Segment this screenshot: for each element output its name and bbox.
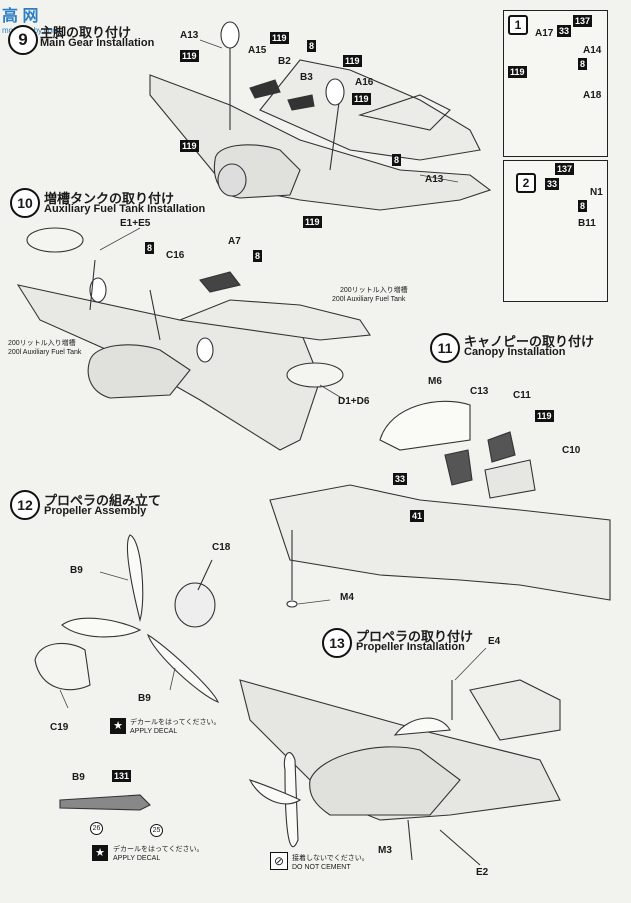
part-a13: A13	[180, 30, 199, 41]
part-n1: N1	[590, 187, 603, 198]
part-box-137: 137	[555, 163, 575, 175]
decal-star-icon: ★	[110, 718, 126, 734]
decal-number-25: 25	[150, 824, 163, 837]
part-c19: C19	[50, 722, 69, 733]
part-c10: C10	[562, 445, 581, 456]
detail-panel-2-tag: 2	[516, 173, 536, 193]
part-a7: A7	[228, 236, 241, 247]
part-b9: B9	[70, 565, 83, 576]
part-a18: A18	[583, 90, 602, 101]
part-box-131: 131	[112, 770, 132, 782]
decal-note-2-jp: デカールをはってください。	[113, 846, 204, 853]
detail-panel-1: 1	[503, 10, 608, 157]
part-box-8: 8	[392, 154, 402, 166]
part-box-137: 137	[573, 15, 593, 27]
part-box-119: 119	[303, 216, 322, 228]
step-11-number: 11	[430, 333, 460, 363]
part-box-8: 8	[145, 242, 155, 254]
detail-panel-1-tag: 1	[508, 15, 528, 35]
part-a14: A14	[583, 45, 602, 56]
part-box-119: 119	[180, 140, 199, 152]
fuel-tank-note-right-en: 200l Auxiliary Fuel Tank	[332, 296, 406, 303]
part-box-119: 119	[270, 32, 289, 44]
part-a17: A17	[535, 28, 554, 39]
step-13-number: 13	[322, 628, 352, 658]
part-box-33: 33	[557, 25, 572, 37]
decal-star-icon: ★	[92, 845, 108, 861]
part-box-119: 119	[343, 55, 362, 67]
part-a13-b: A13	[425, 174, 444, 185]
step-10-title-en: Auxiliary Fuel Tank Installation	[44, 203, 206, 215]
step-9-title-jp: 主脚の取り付け	[40, 25, 132, 40]
fuel-tank-note-left-en: 200l Auxiliary Fuel Tank	[8, 349, 82, 356]
part-c18: C18	[212, 542, 231, 553]
part-a16: A16	[355, 77, 374, 88]
part-b9-b: B9	[138, 693, 151, 704]
part-e4: E4	[488, 636, 501, 647]
step-10-title-jp: 増槽タンクの取り付け	[44, 191, 175, 206]
part-box-119: 119	[352, 93, 371, 105]
part-a15: A15	[248, 45, 267, 56]
decal-note-2-en: APPLY DECAL	[113, 855, 161, 862]
part-box-8: 8	[307, 40, 317, 52]
part-box-41: 41	[410, 510, 425, 522]
part-c11: C11	[513, 390, 531, 401]
step-10-number: 10	[10, 188, 40, 218]
part-b3: B3	[300, 72, 313, 83]
step-13-title-en: Propeller Installation	[356, 641, 465, 653]
step-13-title-jp: プロペラの取り付け	[356, 629, 474, 644]
part-box-119: 119	[508, 66, 527, 78]
step-9-number: 9	[8, 25, 38, 55]
fuel-tank-note-left-jp: 200リットル入り増槽	[8, 340, 76, 347]
part-e1-e5: E1+E5	[120, 218, 151, 229]
part-m3: M3	[378, 845, 392, 856]
part-e2: E2	[476, 867, 489, 878]
step-11-title-en: Canopy Installation	[464, 346, 566, 358]
part-box-33: 33	[393, 473, 408, 485]
part-m4: M4	[340, 592, 354, 603]
step-12-title-jp: プロペラの組み立て	[44, 493, 162, 508]
no-cement-icon: ⊘	[270, 852, 288, 870]
decal-number-26: 26	[90, 822, 103, 835]
step-9-title-en: Main Gear Installation	[40, 37, 155, 49]
no-cement-note-jp: 接着しないでください。	[292, 855, 369, 862]
fuel-tank-note-right-jp: 200リットル入り増槽	[340, 287, 408, 294]
part-b2: B2	[278, 56, 291, 67]
decal-note-1-en: APPLY DECAL	[130, 728, 178, 735]
step-11-title-jp: キャノピーの取り付け	[464, 334, 595, 349]
part-box-119: 119	[180, 50, 199, 62]
part-b9-c: B9	[72, 772, 85, 783]
part-c13: C13	[470, 386, 489, 397]
part-box-8: 8	[578, 200, 588, 212]
part-box-33: 33	[545, 178, 560, 190]
part-m6: M6	[428, 376, 442, 387]
no-cement-note-en: DO NOT CEMENT	[292, 864, 351, 871]
step-12-title-en: Propeller Assembly	[44, 505, 147, 517]
part-b11: B11	[578, 218, 596, 229]
part-box-119: 119	[535, 410, 554, 422]
watermark-char-2: 网	[22, 8, 39, 25]
part-c16: C16	[166, 250, 185, 261]
step-12-number: 12	[10, 490, 40, 520]
part-box-8: 8	[253, 250, 263, 262]
watermark-char-1: 高	[2, 8, 19, 25]
decal-note-1-jp: デカールをはってください。	[130, 719, 221, 726]
part-box-8: 8	[578, 58, 588, 70]
part-d1-d6: D1+D6	[338, 396, 370, 407]
